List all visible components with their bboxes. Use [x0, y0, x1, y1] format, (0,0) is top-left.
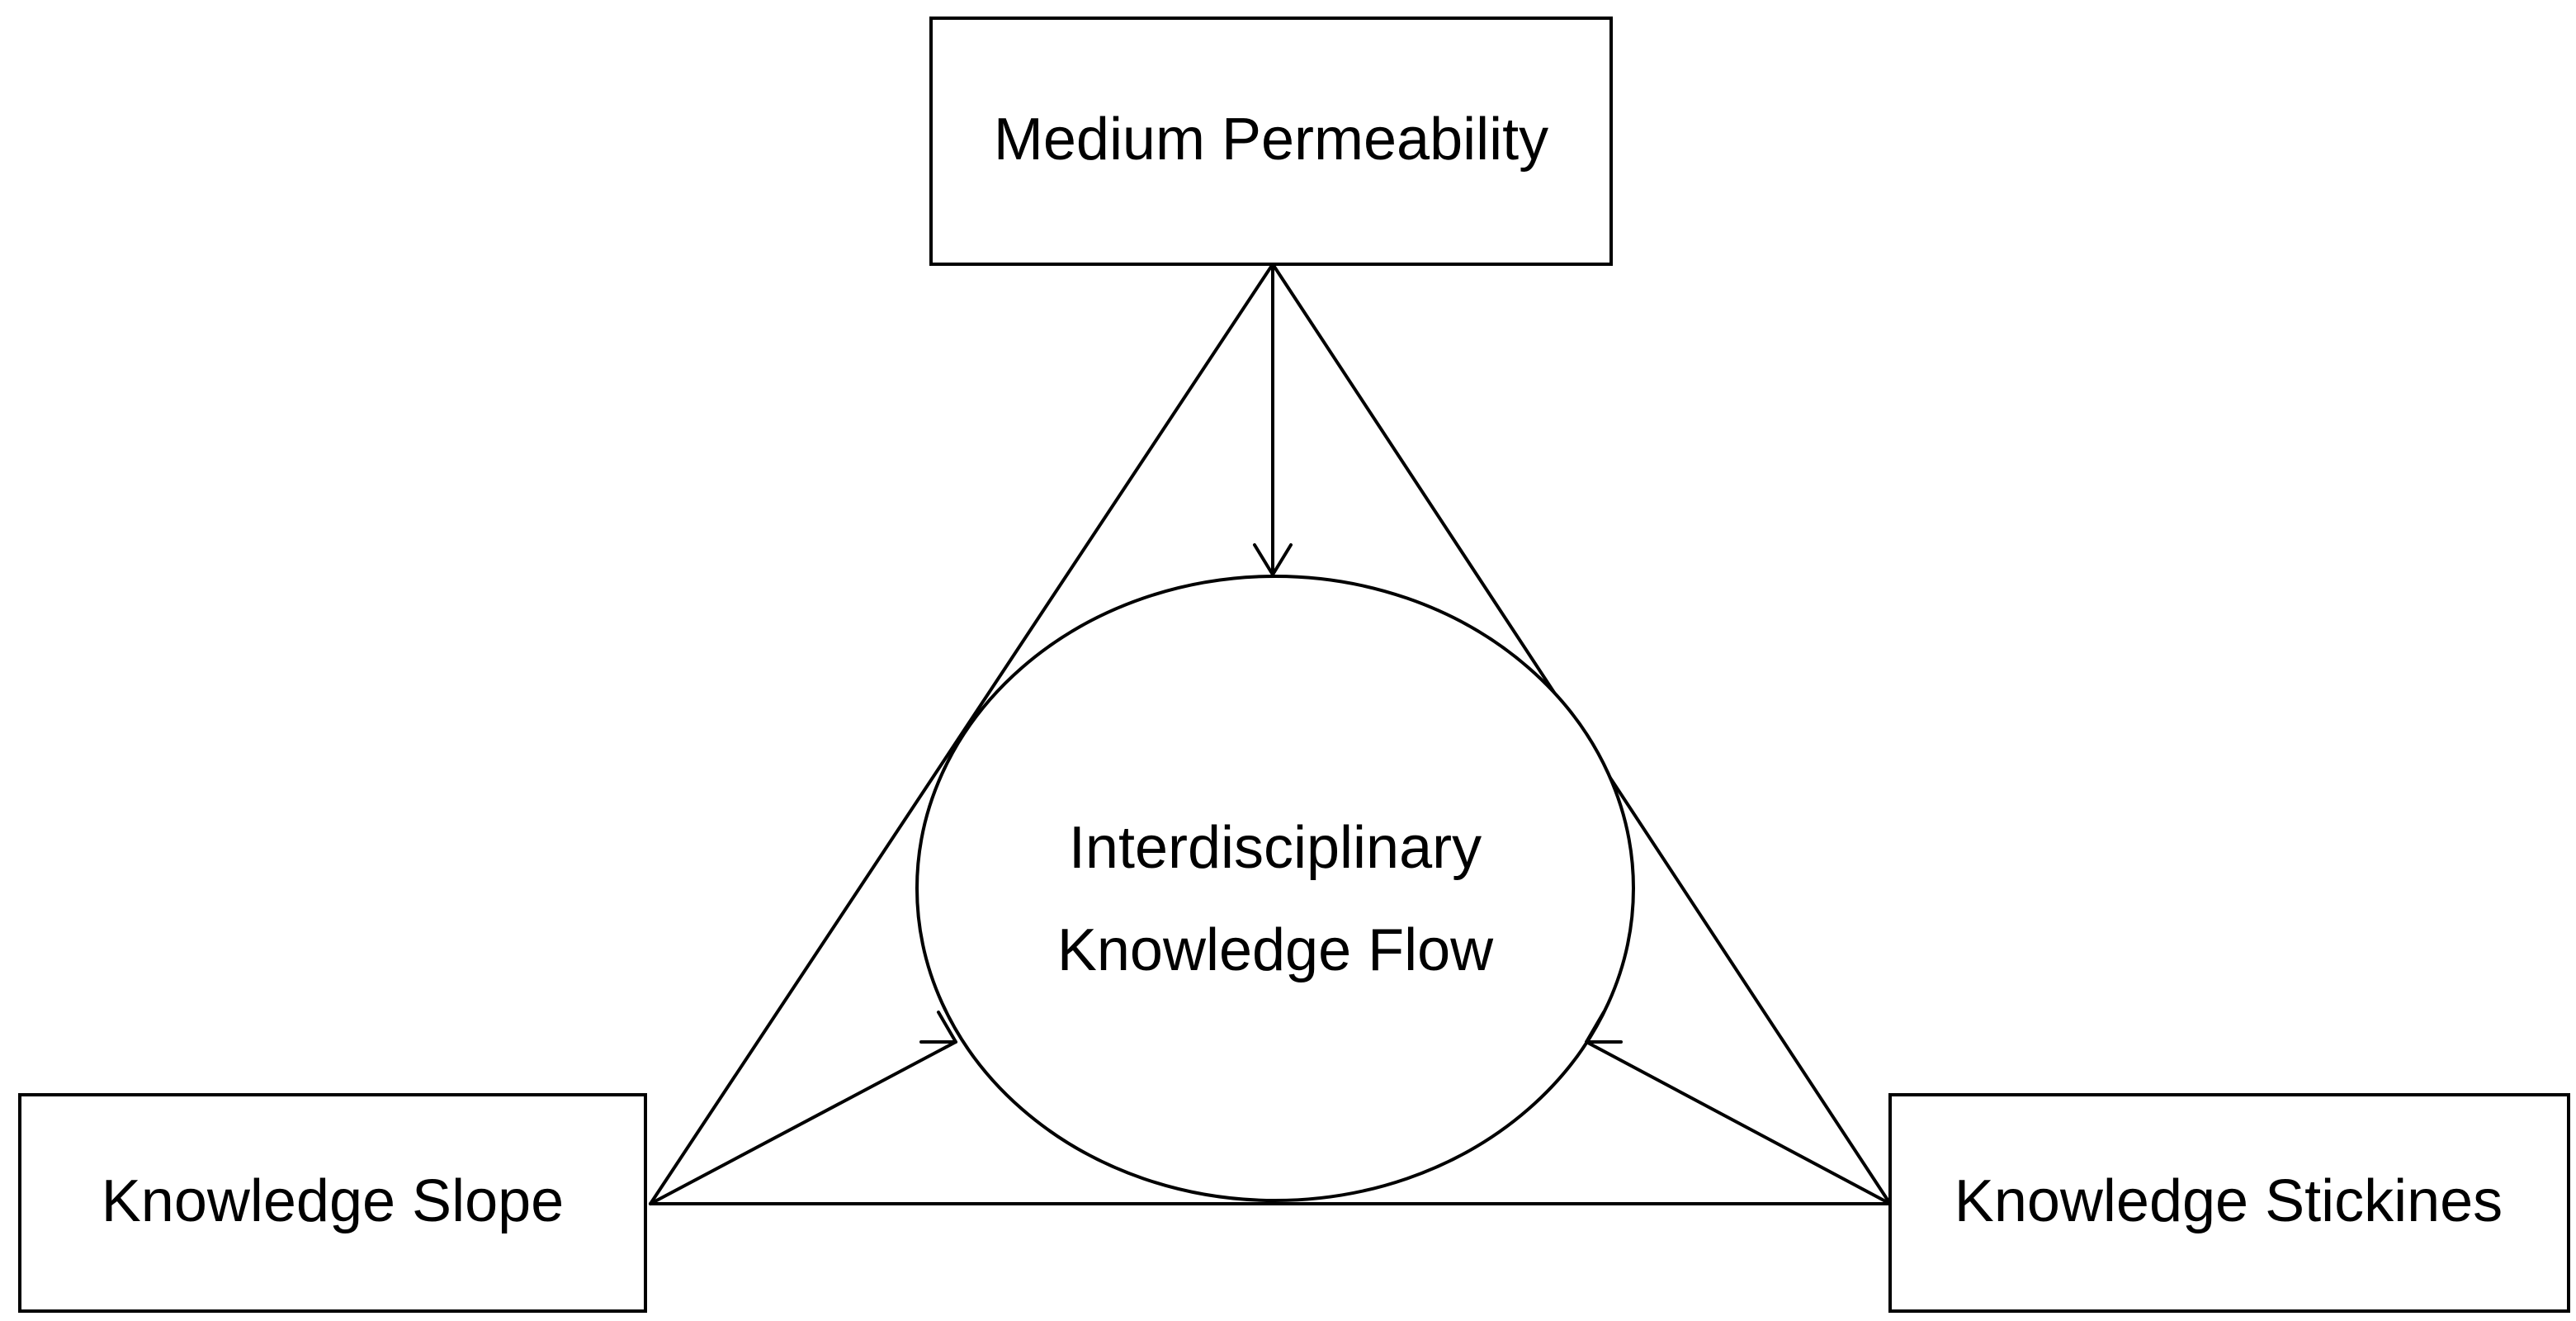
arrow-knowledge-stickiness-to-flow — [1585, 1040, 1892, 1205]
medium-permeability-label: Medium Permeability — [994, 107, 1548, 173]
knowledge-stickiness-box — [1888, 1093, 2570, 1313]
medium-permeability-box — [929, 17, 1613, 266]
arrowhead-knowledge-stickiness-to-flow — [1585, 1011, 1623, 1044]
interdisciplinary-knowledge-flow-label-line1: Interdisciplinary — [1069, 815, 1482, 881]
knowledge-stickiness-node: Knowledge Stickines — [1888, 1093, 2570, 1313]
interdisciplinary-knowledge-flow-node — [915, 575, 1635, 1202]
knowledge-slope-node: Knowledge Slope — [18, 1093, 647, 1313]
knowledge-stickiness-label: Knowledge Stickines — [1954, 1168, 2503, 1234]
knowledge-slope-label: Knowledge Slope — [102, 1168, 564, 1234]
arrow-knowledge-slope-to-flow — [649, 1040, 957, 1205]
arrowhead-knowledge-slope-to-flow — [919, 1011, 957, 1044]
knowledge-slope-box — [18, 1093, 647, 1313]
interdisciplinary-knowledge-flow-label-line2: Knowledge Flow — [1057, 917, 1494, 983]
edge-medium-permeability-to-knowledge-slope — [649, 263, 1274, 1205]
arrowhead-medium-permeability-to-flow — [1253, 543, 1293, 576]
medium-permeability-node: Medium Permeability — [929, 17, 1613, 266]
